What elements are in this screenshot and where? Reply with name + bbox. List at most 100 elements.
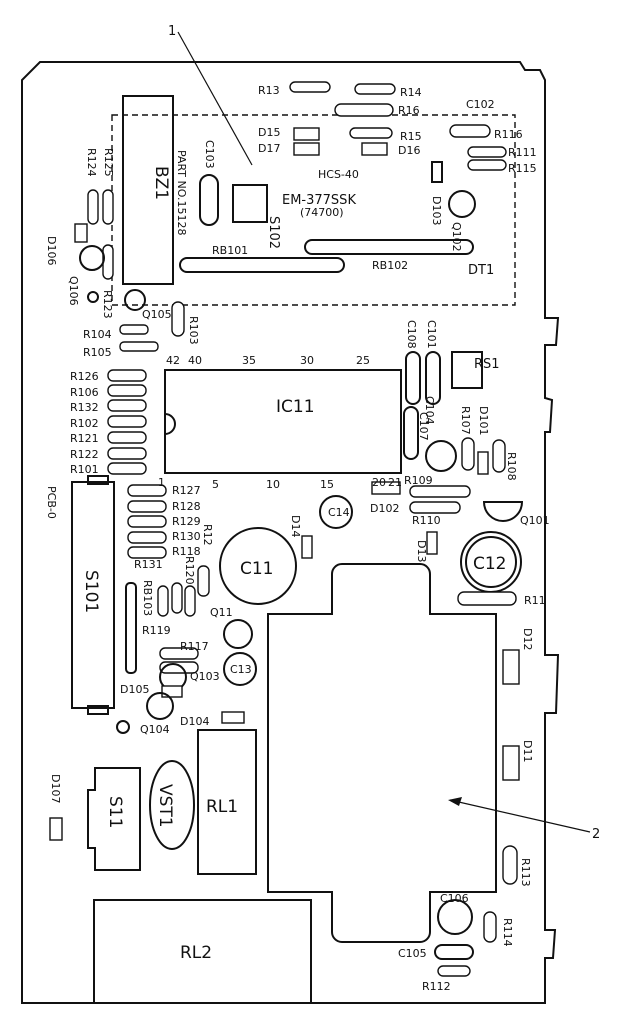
c106-cap (437, 899, 473, 935)
label-c12: C12 (473, 554, 507, 574)
label-q105: Q105 (142, 308, 172, 321)
c103-cap (199, 174, 219, 226)
label-r120: R120 (183, 556, 196, 585)
label-r16: R16 (398, 104, 420, 117)
label-rl2: RL2 (180, 943, 212, 963)
label-chip: EM-377SSK (282, 193, 356, 208)
label-d11: D11 (521, 740, 534, 762)
label-r11: R11 (524, 594, 546, 607)
label-q103: Q103 (190, 670, 220, 683)
label-rl1: RL1 (206, 797, 238, 817)
label-r13: R13 (258, 84, 280, 97)
label-r117: R117 (180, 640, 209, 653)
label-r113: R113 (519, 858, 532, 887)
label-r125: R125 (102, 148, 115, 177)
label-r102: R102 (70, 417, 99, 430)
s101-tab-bottom (87, 705, 109, 715)
label-s101: S101 (81, 570, 101, 613)
label-pcb: PCB-0 (45, 486, 58, 519)
label-c108: C108 (405, 320, 418, 349)
label-r114: R114 (501, 918, 514, 947)
resistor-group-left-top (74, 189, 185, 352)
label-c105: C105 (398, 947, 427, 960)
label-s11: S11 (105, 796, 125, 828)
capacitors-right-of-ic (371, 351, 524, 522)
label-r111: R111 (508, 146, 537, 159)
label-rb103: RB103 (141, 580, 154, 616)
label-d105: D105 (120, 683, 149, 696)
label-r14: R14 (400, 86, 422, 99)
d12-diode (502, 649, 520, 685)
c11-cap (219, 527, 297, 605)
label-s102: S102 (266, 216, 281, 249)
s101-tab-top (87, 475, 109, 485)
label-d12: D12 (521, 628, 534, 650)
label-chip-sub: (74700) (300, 206, 344, 219)
label-r124: R124 (85, 148, 98, 177)
label-rs1: RS1 (474, 357, 500, 372)
label-r103: R103 (187, 316, 200, 345)
label-r109: R109 (404, 474, 433, 487)
vst1-part (149, 760, 195, 850)
label-d107: D107 (49, 774, 62, 803)
label-c11: C11 (240, 559, 274, 579)
ic-pin-1: 1 (158, 476, 165, 489)
c12-cap-inner (465, 536, 517, 588)
ic11-chip (164, 369, 402, 474)
label-q106: Q106 (67, 276, 80, 306)
label-q101: Q101 (520, 514, 550, 527)
label-r131: R131 (134, 558, 163, 571)
r113-resistor (502, 845, 518, 885)
label-r108: R108 (505, 452, 518, 481)
label-d14: D14 (289, 515, 302, 537)
label-r110: R110 (412, 514, 441, 527)
label-d101: D101 (477, 406, 490, 435)
d107-diode (49, 817, 63, 841)
label-d13: D13 (415, 540, 428, 562)
d13-diode (426, 531, 438, 555)
label-d102: D102 (370, 502, 399, 515)
label-d106: D106 (45, 236, 58, 265)
label-d103: D103 (430, 196, 443, 225)
label-r116: R116 (494, 128, 523, 141)
ic-pin-42: 42 (166, 354, 180, 367)
label-r132: R132 (70, 401, 99, 414)
ic-pin-40: 40 (188, 354, 202, 367)
board-outline (21, 61, 560, 1004)
label-d17: D17 (258, 142, 280, 155)
ic-pin-10: 10 (266, 478, 280, 491)
resistor-column-left (107, 369, 147, 475)
label-r130: R130 (172, 530, 201, 543)
d11-diode (502, 745, 520, 781)
r11-resistor (457, 591, 517, 606)
label-r121: R121 (70, 432, 99, 445)
label-r115: R115 (508, 162, 537, 175)
label-q104: Q104 (140, 723, 170, 736)
label-c104: C104 (423, 396, 436, 425)
label-r127: R127 (172, 484, 201, 497)
ic-pin-15: 15 (320, 478, 334, 491)
ic-pin-20: 20 (372, 476, 386, 489)
rl1-relay (197, 729, 257, 875)
label-r104: R104 (83, 328, 112, 341)
callout-1: 1 (168, 24, 176, 39)
r114-resistor (483, 911, 497, 943)
d14-diode (301, 535, 313, 559)
rb101-bar (179, 257, 345, 273)
label-r106: R106 (70, 386, 99, 399)
label-r128: R128 (172, 500, 201, 513)
r112-resistor (437, 965, 471, 977)
bz1-buzzer (122, 95, 174, 285)
label-r122: R122 (70, 448, 99, 461)
label-vst1: VST1 (155, 784, 175, 828)
label-r118: R118 (172, 545, 201, 558)
callout-2: 2 (592, 827, 600, 842)
label-r105: R105 (83, 346, 112, 359)
rl2-relay (93, 899, 312, 1004)
label-r101: R101 (70, 463, 99, 476)
c14-cap (319, 495, 353, 529)
label-r123: R123 (101, 290, 114, 319)
resistor-group-top (289, 81, 507, 171)
label-r126: R126 (70, 370, 99, 383)
